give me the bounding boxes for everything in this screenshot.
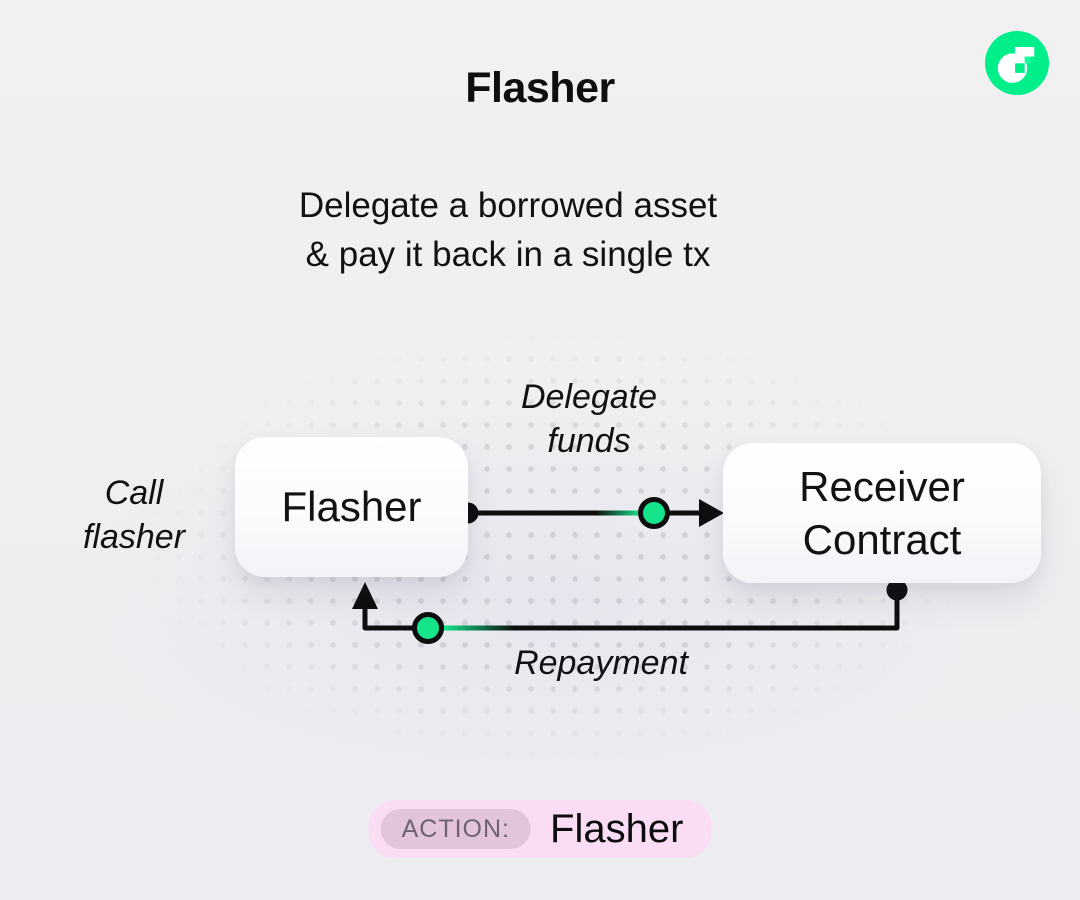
repayment-arrow (352, 579, 908, 644)
repayment-label: Repayment (514, 644, 688, 682)
action-badge-value: Flasher (550, 806, 684, 851)
delegate-funds-label-line1: Delegate (520, 378, 658, 416)
call-flasher-label: Call flasher (83, 471, 185, 559)
delegate-funds-label-line2: funds (547, 422, 631, 460)
arrowhead-right-icon (699, 499, 724, 527)
page-subtitle-line2: & pay it back in a single tx (305, 235, 711, 274)
delegate-token-dot (638, 497, 670, 529)
page-subtitle-line1: Delegate a borrowed asset (298, 186, 718, 225)
receiver-node-label-line1: Receiver (799, 463, 965, 510)
flasher-node-label: Flasher (281, 483, 422, 530)
arrowhead-up-icon (352, 582, 378, 609)
action-badge-chip: ACTION: (380, 809, 532, 849)
receiver-node-label-line2: Contract (802, 516, 962, 563)
call-flasher-label-line1: Call (104, 474, 164, 512)
flasher-node: Flasher (235, 437, 468, 577)
flow-logo-icon (985, 31, 1049, 95)
flow-logo-svg (985, 31, 1049, 95)
page-title: Flasher (465, 64, 615, 112)
delegate-funds-arrow (457, 497, 724, 529)
action-badge: ACTION: Flasher (368, 800, 712, 858)
repayment-token-dot (412, 612, 444, 644)
call-flasher-label-line2: flasher (82, 518, 186, 556)
receiver-contract-node: Receiver Contract (723, 443, 1041, 583)
start-dot (886, 579, 908, 601)
page-subtitle: Delegate a borrowed asset & pay it back … (299, 181, 717, 279)
delegate-funds-label: Delegate funds (521, 375, 657, 463)
